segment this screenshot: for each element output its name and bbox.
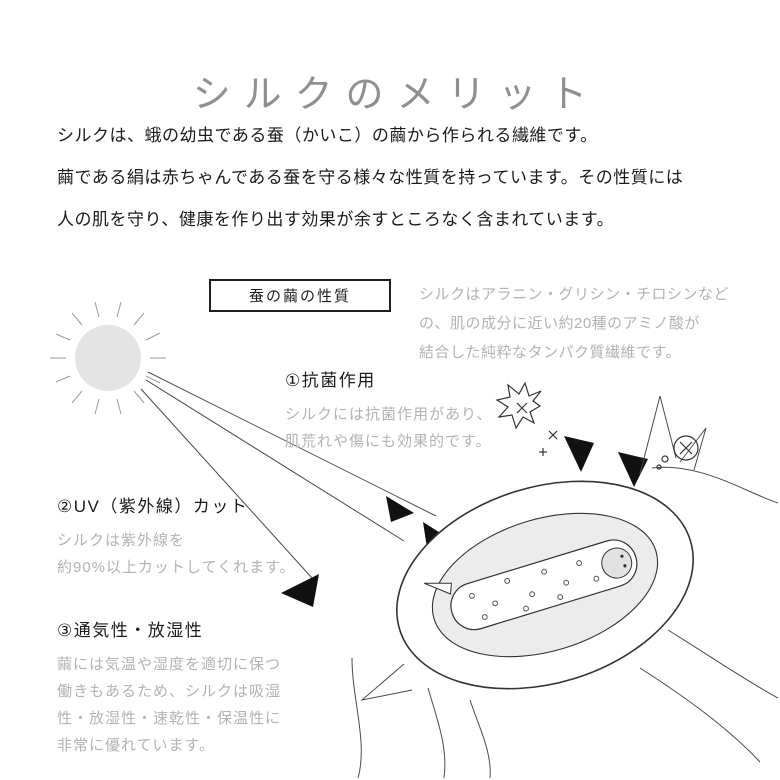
cocoon-note-line-1: シルクはアラニン・グリシン・チロシンなど: [419, 286, 730, 303]
cocoon-note-line-3: 結合した純粋なタンパク質繊維です。: [419, 344, 682, 361]
silkworm-illustration: [424, 539, 638, 631]
sparkle-icon: [495, 381, 558, 456]
uv-ray-lines: [140, 371, 437, 579]
cocoon-properties-box: 蚕の繭の性質: [209, 279, 391, 312]
feature-antibacterial: ①抗菌作用 シルクには抗菌作用があり、 肌荒れや傷にも効果的です。: [285, 366, 492, 455]
feature-breathability-line-2: 働きもあるため、シルクは吸湿: [57, 683, 282, 700]
intro-line-1: シルクは、蛾の幼虫である蚕（かいこ）の繭から作られる繊維です。: [57, 126, 598, 145]
cocoon-properties-label: 蚕の繭の性質: [248, 288, 351, 305]
feature-breathability-heading: ③通気性・放湿性: [57, 621, 204, 640]
feature-breathability-text: 繭には気温や湿度を適切に保つ 働きもあるため、シルクは吸湿 性・放湿性・速乾性・…: [57, 651, 281, 759]
feature-breathability-line-3: 性・放湿性・速乾性・保温性に: [57, 710, 282, 727]
feature-antibacterial-heading: ①抗菌作用: [285, 371, 376, 390]
fabric-lines: [351, 395, 779, 779]
page-title: シルクのメリット: [192, 74, 601, 117]
feature-breathability: ③通気性・放湿性 繭には気温や湿度を適切に保つ 働きもあるため、シルクは吸湿 性…: [57, 616, 281, 759]
feature-antibacterial-line-2: 肌荒れや傷にも効果的です。: [285, 433, 492, 450]
cocoon-note-line-2: の、肌の成分に近い約20種のアミノ酸が: [419, 315, 700, 332]
feature-antibacterial-text: シルクには抗菌作用があり、 肌荒れや傷にも効果的です。: [285, 401, 492, 455]
sun-icon: [50, 301, 166, 415]
intro-paragraph: シルクは、蛾の幼虫である蚕（かいこ）の繭から作られる繊維です。 繭である絹は赤ち…: [57, 115, 683, 241]
feature-antibacterial-line-1: シルクには抗菌作用があり、: [285, 406, 493, 423]
cocoon-note: シルクはアラニン・グリシン・チロシンなど の、肌の成分に近い約20種のアミノ酸が…: [419, 280, 729, 367]
feature-breathability-line-4: 非常に優れています。: [57, 737, 216, 754]
intro-line-3: 人の肌を守り、健康を作り出す効果が余すところなく含まれています。: [57, 210, 615, 229]
cocoon-illustration: [396, 480, 694, 690]
feature-uv-cut-line-2: 約90%以上カットしてくれます。: [57, 559, 296, 576]
antibacterial-arrow-icons: [564, 436, 648, 487]
intro-line-2: 繭である絹は赤ちゃんである蚕を守る様々な性質を持っています。その性質には: [57, 168, 684, 187]
feature-uv-cut-line-1: シルクは紫外線を: [57, 532, 186, 549]
blocked-bacteria-icon: [656, 435, 699, 470]
feature-uv-cut: ②UV（紫外線）カット シルクは紫外線を 約90%以上カットしてくれます。: [57, 492, 296, 581]
feature-uv-cut-heading: ②UV（紫外線）カット: [57, 497, 249, 516]
feature-breathability-line-1: 繭には気温や湿度を適切に保つ: [57, 656, 282, 673]
feature-uv-cut-text: シルクは紫外線を 約90%以上カットしてくれます。: [57, 527, 296, 581]
